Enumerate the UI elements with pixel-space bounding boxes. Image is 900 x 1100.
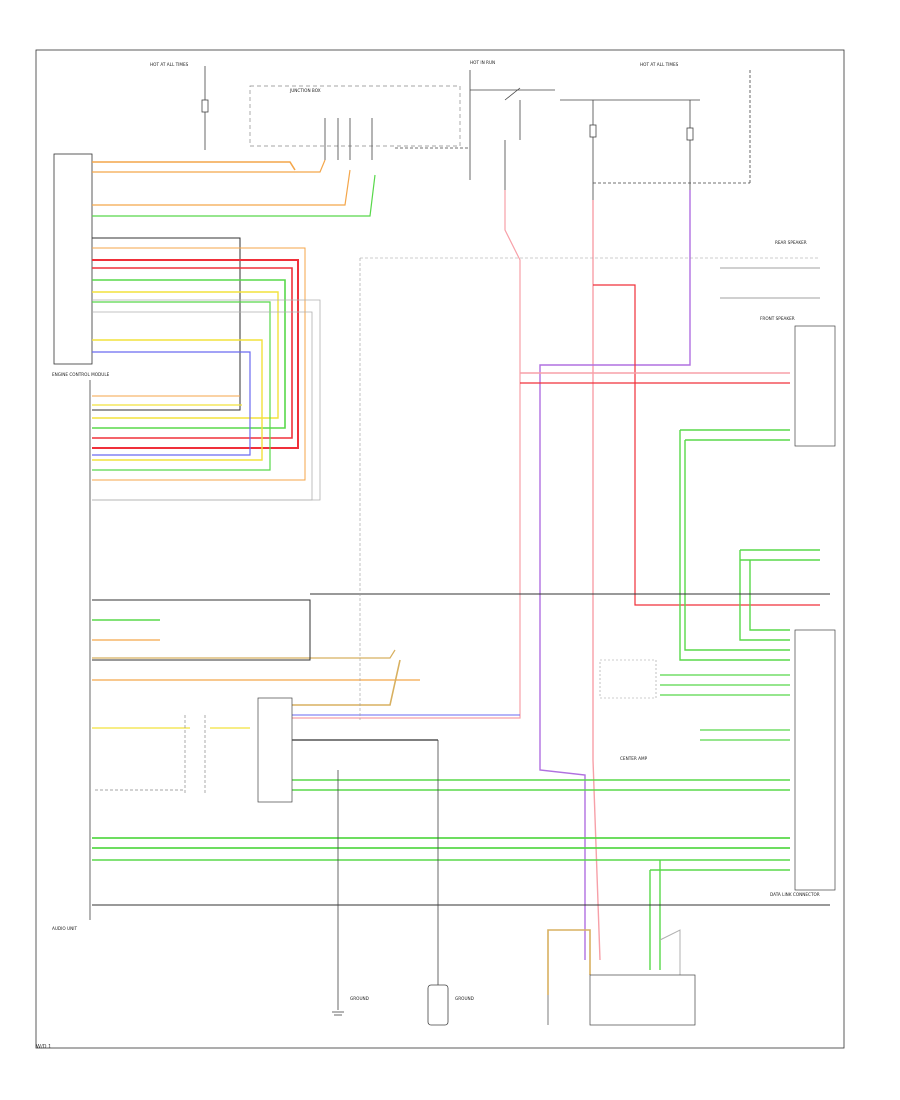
wire-yellow-bundle xyxy=(92,291,279,419)
wire-orange-top xyxy=(92,161,296,171)
wire-orange-bundle xyxy=(92,247,306,481)
footer-page-label: W/D 1 xyxy=(36,1044,52,1050)
front-speaker-label: FRONT SPEAKER xyxy=(760,316,795,321)
wire-yellow-bundle-2 xyxy=(92,339,263,461)
center-amp: CENTER AMP xyxy=(599,659,657,761)
wire-green-r4 xyxy=(684,440,790,651)
top-left-fuse-label: HOT AT ALL TIMES xyxy=(150,62,189,67)
data-link-connector: DATA LINK CONNECTOR xyxy=(770,629,836,897)
rear-speaker-label: REAR SPEAKER xyxy=(775,240,807,245)
wire-gray-bottom xyxy=(659,929,681,975)
audio-unit-label: AUDIO UNIT xyxy=(52,926,77,931)
wire-red-right xyxy=(593,284,820,606)
wire-green-r3 xyxy=(679,430,790,661)
wire-green-feed xyxy=(92,174,376,217)
wire-gray-loop xyxy=(92,299,321,501)
wire-black-bundle xyxy=(92,237,241,411)
ignition-switch xyxy=(469,70,555,200)
front-speaker: FRONT SPEAKER xyxy=(760,316,836,447)
wire-violet-long xyxy=(539,190,691,960)
rear-speaker: REAR SPEAKER xyxy=(359,240,820,720)
wires-group xyxy=(92,159,830,995)
wire-green-bundle xyxy=(92,279,286,429)
ecm-label: ENGINE CONTROL MODULE xyxy=(52,372,110,377)
fuse-right xyxy=(560,70,751,200)
wire-green-r8 xyxy=(749,560,790,631)
junction-box-label: JUNCTION BOX xyxy=(289,88,321,93)
junction-box xyxy=(249,85,461,147)
wire-pink-fuse xyxy=(592,200,601,961)
wire-green-r7 xyxy=(739,550,790,641)
wire-blue-bundle xyxy=(92,351,251,456)
wire-tan-bottom xyxy=(547,929,591,995)
top-right-fuse-label: HOT AT ALL TIMES xyxy=(640,62,679,67)
ecm-module-top xyxy=(53,153,93,365)
diagram-border xyxy=(35,49,845,1049)
wire-red-bundle xyxy=(92,259,299,449)
center-amp-label: CENTER AMP xyxy=(620,756,648,761)
fuse-left xyxy=(201,66,209,150)
top-power-section: HOT AT ALL TIMES HOT IN RUN HOT AT ALL T… xyxy=(150,60,751,200)
wire-orange-top-2 xyxy=(92,159,326,173)
ground-right-label: GROUND xyxy=(455,996,474,1001)
center-modules xyxy=(95,697,293,803)
top-mid-switch-label: HOT IN RUN xyxy=(470,60,495,65)
wire-tan-sig xyxy=(92,649,396,659)
wire-pink-long xyxy=(292,190,521,719)
wire-green-bundle-2 xyxy=(92,301,271,471)
ground-left-label: GROUND xyxy=(350,996,369,1001)
wire-red-bundle-2 xyxy=(92,267,293,439)
wire-black-sig xyxy=(92,599,311,661)
wire-tan-sig2 xyxy=(292,659,401,706)
wire-orange-feed xyxy=(92,169,351,206)
ground-right xyxy=(427,740,449,1026)
data-link-label: DATA LINK CONNECTOR xyxy=(770,892,820,897)
ground-left xyxy=(332,770,344,1016)
bottom-connector xyxy=(547,974,696,1026)
